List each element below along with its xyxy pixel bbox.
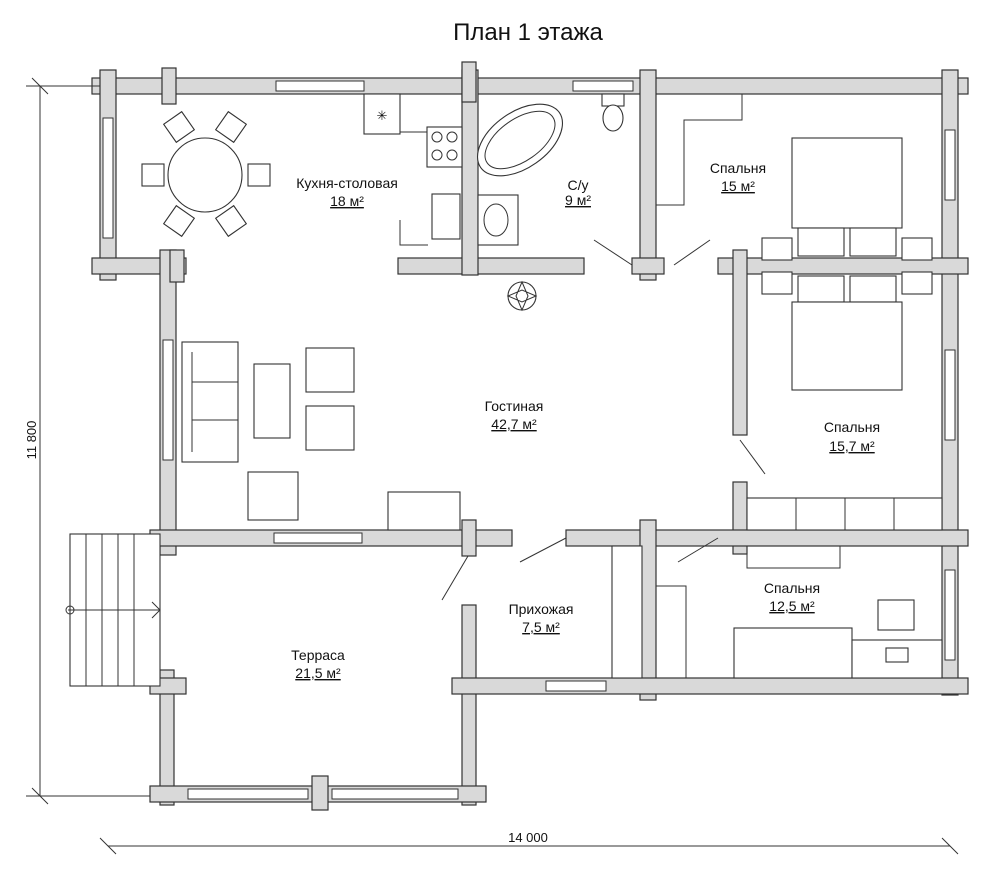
wall-hall-left bbox=[461, 604, 477, 806]
windows bbox=[102, 80, 956, 800]
chair bbox=[247, 163, 271, 187]
kitchen-furniture: ✳ bbox=[141, 93, 463, 246]
terrace-stairs bbox=[65, 533, 161, 687]
wall-bedroom2-left-top bbox=[732, 249, 748, 436]
window-bedroom1 bbox=[944, 129, 956, 201]
coffee-table bbox=[253, 363, 291, 439]
room-name: Терраса bbox=[291, 647, 345, 663]
wall-top bbox=[91, 77, 969, 95]
kitchen-sink bbox=[431, 193, 461, 240]
bed-bedroom2 bbox=[791, 301, 903, 391]
toilet-tank bbox=[601, 93, 625, 107]
chair bbox=[162, 204, 196, 238]
pillow bbox=[849, 227, 897, 257]
chair bbox=[214, 204, 248, 238]
door-living-hall bbox=[519, 537, 567, 563]
desk bbox=[851, 639, 943, 679]
bedroom-furniture bbox=[656, 94, 943, 531]
window-hall bbox=[545, 680, 607, 692]
post-kitchen bbox=[169, 249, 185, 283]
window-living-bottom bbox=[273, 532, 363, 544]
window-terrace-1 bbox=[187, 788, 309, 800]
window-bedroom2 bbox=[944, 349, 956, 441]
door-bedroom3 bbox=[677, 537, 719, 563]
hall-wardrobe bbox=[611, 545, 643, 679]
armchair bbox=[247, 471, 299, 521]
door-terrace bbox=[441, 555, 469, 601]
wall-kitchen-bath-bottom bbox=[397, 257, 585, 275]
wall-terrace-left bbox=[159, 669, 175, 806]
hall-bedroom3-furniture bbox=[611, 545, 943, 679]
nightstand bbox=[761, 271, 793, 295]
room-area: 21,5 м² bbox=[295, 665, 341, 681]
bed-bedroom1 bbox=[791, 137, 903, 229]
window-living-left bbox=[162, 339, 174, 461]
nightstand bbox=[901, 271, 933, 295]
post-terrace-mid bbox=[311, 775, 329, 811]
chair bbox=[214, 110, 248, 144]
pillow bbox=[797, 275, 845, 303]
room-area: 7,5 м² bbox=[522, 619, 560, 635]
bathroom-furniture bbox=[476, 93, 625, 246]
door-bedroom2 bbox=[739, 439, 766, 475]
wall-bedroom-divider bbox=[717, 257, 969, 275]
window-terrace-2 bbox=[331, 788, 459, 800]
room-area: 9 м² bbox=[565, 192, 591, 208]
nightstand bbox=[761, 237, 793, 261]
pillow bbox=[797, 227, 845, 257]
dimension-lines: 14 000 11 800 bbox=[24, 77, 959, 855]
chair bbox=[141, 163, 165, 187]
room-name: Кухня-столовая bbox=[296, 175, 398, 191]
computer-icon bbox=[885, 647, 909, 663]
pillow bbox=[849, 275, 897, 303]
nightstand bbox=[901, 237, 933, 261]
room-name: С/у bbox=[568, 177, 589, 193]
bed-bedroom3 bbox=[733, 627, 853, 679]
wall-bath-bedroom bbox=[639, 69, 657, 281]
room-name: Спальня bbox=[764, 580, 820, 596]
room-name: Спальня bbox=[824, 419, 880, 435]
dimension-width: 14 000 bbox=[508, 830, 548, 845]
bathtub bbox=[476, 103, 564, 177]
doors bbox=[441, 239, 766, 601]
dining-table bbox=[167, 137, 243, 213]
window-kitchen-left bbox=[102, 117, 114, 239]
wall-hall-top bbox=[565, 529, 969, 547]
chair-desk bbox=[877, 599, 915, 631]
room-area: 18 м² bbox=[330, 193, 364, 209]
room-name: Спальня bbox=[710, 160, 766, 176]
plant-icon bbox=[506, 280, 538, 312]
living-furniture bbox=[181, 341, 461, 531]
dimension-height: 11 800 bbox=[24, 421, 39, 460]
room-area: 15,7 м² bbox=[829, 438, 875, 454]
post-top-1 bbox=[161, 67, 177, 105]
room-name: Гостиная bbox=[485, 398, 544, 414]
wall-stub bbox=[631, 257, 665, 275]
tv-stand bbox=[387, 491, 461, 531]
window-kitchen-top bbox=[275, 80, 365, 92]
room-area: 12,5 м² bbox=[769, 598, 815, 614]
room-labels: Кухня-столовая 18 м² С/у 9 м² Спальня 15… bbox=[291, 160, 880, 681]
room-area: 42,7 м² bbox=[491, 416, 537, 432]
chair bbox=[162, 110, 196, 144]
wall-bottom-right bbox=[451, 677, 969, 695]
window-bath-top bbox=[572, 80, 634, 92]
room-area: 15 м² bbox=[721, 178, 755, 194]
window-bedroom3 bbox=[944, 569, 956, 661]
washbasin bbox=[477, 194, 519, 246]
fridge-icon: ✳ bbox=[377, 108, 388, 123]
room-name: Прихожая bbox=[509, 601, 574, 617]
armchair bbox=[305, 347, 355, 393]
door-bath bbox=[593, 239, 633, 266]
toilet bbox=[602, 104, 624, 132]
wall-hall-left-top bbox=[461, 519, 477, 557]
armchair bbox=[305, 405, 355, 451]
plan-title: План 1 этажа bbox=[453, 19, 603, 46]
post-top-2 bbox=[461, 61, 477, 103]
stove bbox=[426, 126, 463, 168]
door-bedroom1 bbox=[673, 239, 711, 266]
sofa bbox=[181, 341, 239, 463]
